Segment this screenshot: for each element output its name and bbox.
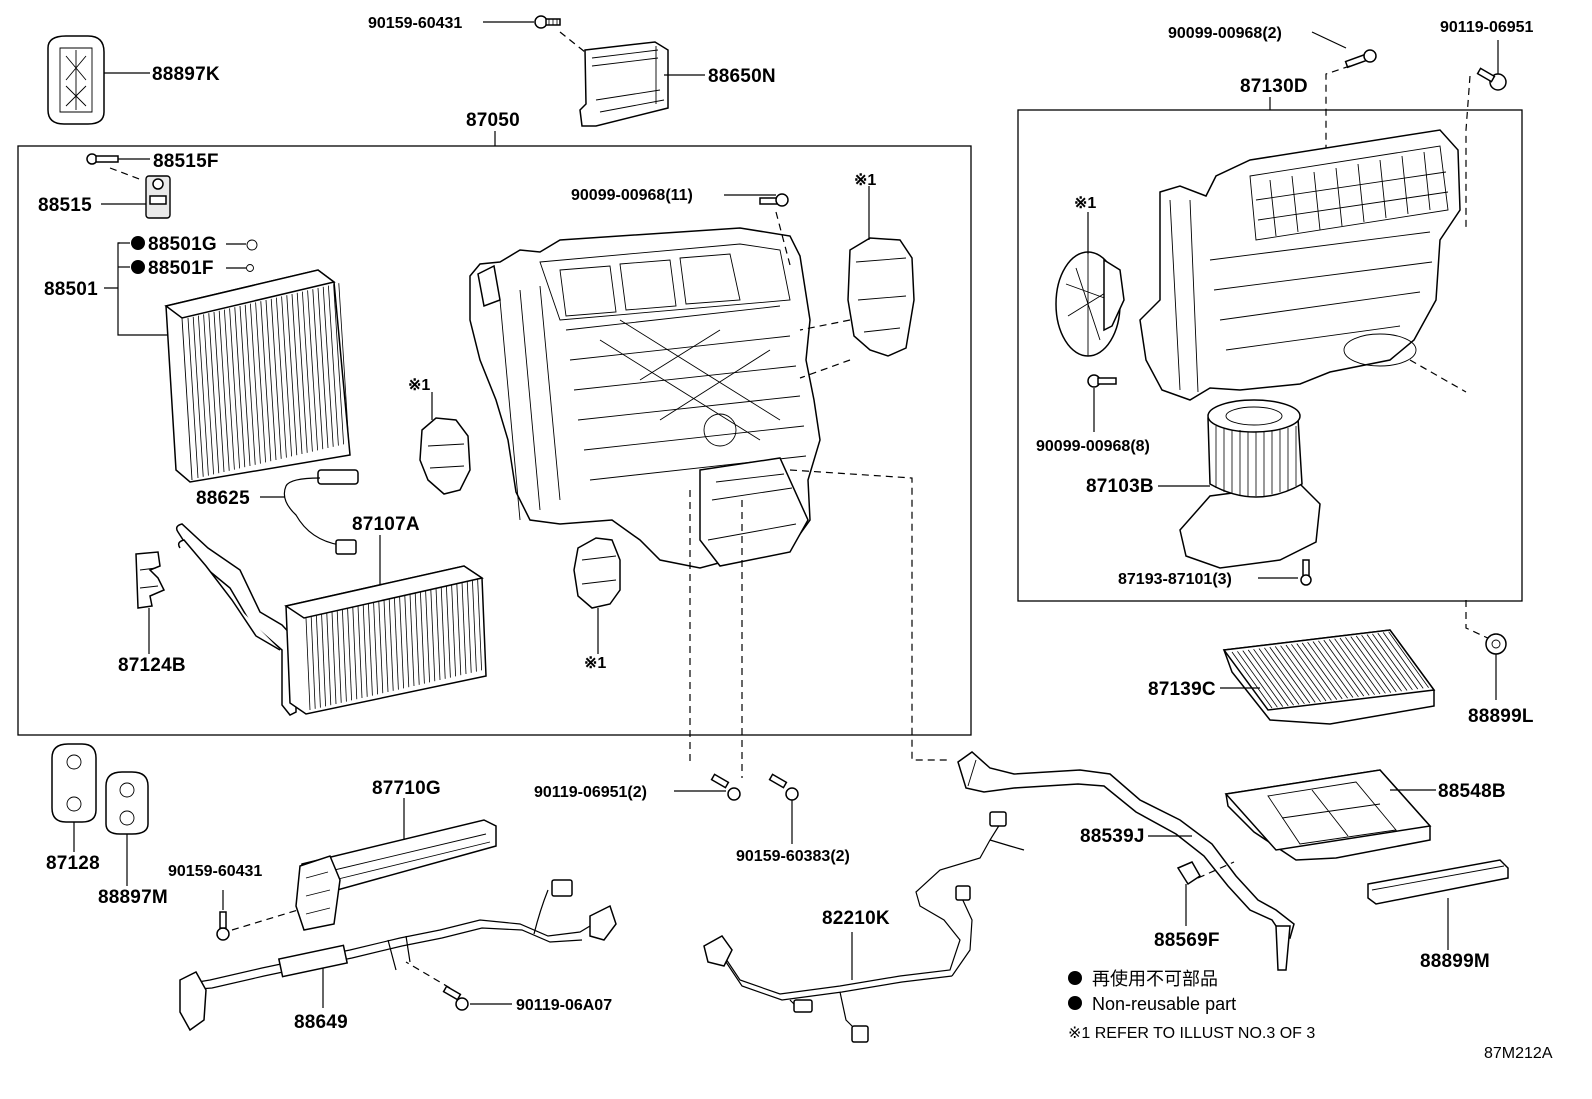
screw-90119-06951-illustration (1476, 67, 1507, 91)
non-reusable-dot-88501F (131, 260, 145, 274)
screw-90159-60431-top-illustration (534, 15, 561, 29)
label-82210K: 82210K (822, 908, 890, 929)
label-90119-06A07: 90119-06A07 (516, 997, 612, 1014)
clip-88569F-illustration (1176, 861, 1201, 886)
label-87130D: 87130D (1240, 76, 1308, 97)
label-ref1-bottom: ※1 (584, 655, 606, 672)
screw-90099-00968-2-illustration (1344, 49, 1377, 69)
grommet-88899L-illustration (1485, 633, 1507, 655)
label-87193-87101-3: 87193-87101(3) (1118, 571, 1232, 588)
screw-90099-00968-11-illustration (759, 193, 789, 207)
label-87128: 87128 (46, 853, 100, 874)
legend-refer-note: ※1 REFER TO ILLUST NO.3 OF 3 (1068, 1025, 1315, 1042)
label-88515: 88515 (38, 195, 92, 216)
valve-88515-illustration (145, 175, 171, 219)
label-ref1-left: ※1 (408, 377, 430, 394)
screw-90159-60431-low-illustration (216, 911, 230, 941)
label-ref1-top: ※1 (854, 172, 876, 189)
seal-88899M-illustration (1367, 859, 1509, 905)
label-90099-00968-8: 90099-00968(8) (1036, 438, 1150, 455)
label-88625: 88625 (196, 488, 250, 509)
screw-90119-06A07-illustration (442, 985, 469, 1011)
label-87710G: 87710G (372, 778, 441, 799)
legend-dot-jp (1068, 971, 1082, 985)
legend-dot-en (1068, 996, 1082, 1010)
label-87050: 87050 (466, 110, 520, 131)
label-90159-60383-2: 90159-60383(2) (736, 848, 850, 865)
label-88899L: 88899L (1468, 706, 1534, 727)
label-87103B: 87103B (1086, 476, 1154, 497)
label-90099-00968-2: 90099-00968(2) (1168, 25, 1282, 42)
pad-87128-illustration (51, 743, 97, 823)
duct-88539J-illustration (957, 751, 1295, 971)
wire-harness-82210K-illustration (703, 811, 1025, 1043)
legend-non-reusable-jp: 再使用不可部品 (1092, 969, 1218, 989)
label-88539J: 88539J (1080, 826, 1145, 847)
thermistor-88625-illustration (283, 469, 359, 555)
label-88897K: 88897K (152, 64, 220, 85)
servo-motor-ref1-bottom-illustration (573, 537, 621, 609)
label-88650N: 88650N (708, 66, 776, 87)
label-88501G: 88501G (148, 234, 217, 255)
hvac-housing-87050-illustration (469, 227, 821, 569)
blower-case-87130D-illustration (1139, 129, 1461, 401)
non-reusable-dot-88501G (131, 236, 145, 250)
pad-88897M-illustration (105, 771, 149, 835)
label-ref1-right: ※1 (1074, 195, 1096, 212)
label-88649: 88649 (294, 1012, 348, 1033)
label-88501F: 88501F (148, 258, 214, 279)
legend-non-reusable-en: Non-reusable part (1092, 994, 1236, 1014)
filter-case-88548B-illustration (1224, 769, 1432, 861)
label-90159-60431-top: 90159-60431 (368, 15, 462, 32)
blower-motor-87103B-illustration (1179, 399, 1321, 569)
pad-88897K-illustration (47, 35, 105, 125)
screw-90119-06951-2-illustration (710, 773, 741, 801)
air-filter-87139C-illustration (1222, 629, 1436, 725)
screw-90159-60383-2-illustration (768, 773, 799, 801)
label-88569F: 88569F (1154, 930, 1220, 951)
label-87107A: 87107A (352, 514, 420, 535)
label-90099-00968-11: 90099-00968(11) (571, 187, 693, 204)
label-87139C: 87139C (1148, 679, 1216, 700)
label-88548B: 88548B (1438, 781, 1506, 802)
label-87124B: 87124B (118, 655, 186, 676)
ptc-heater-87710G-illustration (295, 819, 497, 931)
screw-87193-87101-3-illustration (1300, 559, 1312, 586)
wire-harness-88649-illustration (179, 879, 617, 1032)
servo-motor-ref1-left-illustration (419, 417, 471, 495)
label-88897M: 88897M (98, 887, 168, 908)
screw-90099-00968-8-illustration (1087, 374, 1117, 388)
label-90119-06951-2: 90119-06951(2) (534, 784, 647, 801)
label-88899M: 88899M (1420, 951, 1490, 972)
bolt-88515F-illustration (86, 153, 119, 165)
label-88515F: 88515F (153, 151, 219, 172)
clamp-87124B-illustration (135, 551, 166, 609)
servo-motor-ref1-right-illustration (1055, 251, 1125, 357)
label-90119-06951: 90119-06951 (1440, 19, 1534, 36)
illustration-code: 87M212A (1484, 1045, 1553, 1062)
evaporator-88501-illustration (164, 269, 351, 483)
servo-motor-ref1-top-illustration (847, 237, 915, 357)
bracket-88650N-illustration (579, 41, 669, 127)
label-88501: 88501 (44, 279, 98, 300)
label-90159-60431-low: 90159-60431 (168, 863, 262, 880)
heater-core-87107A-illustration (175, 523, 487, 716)
